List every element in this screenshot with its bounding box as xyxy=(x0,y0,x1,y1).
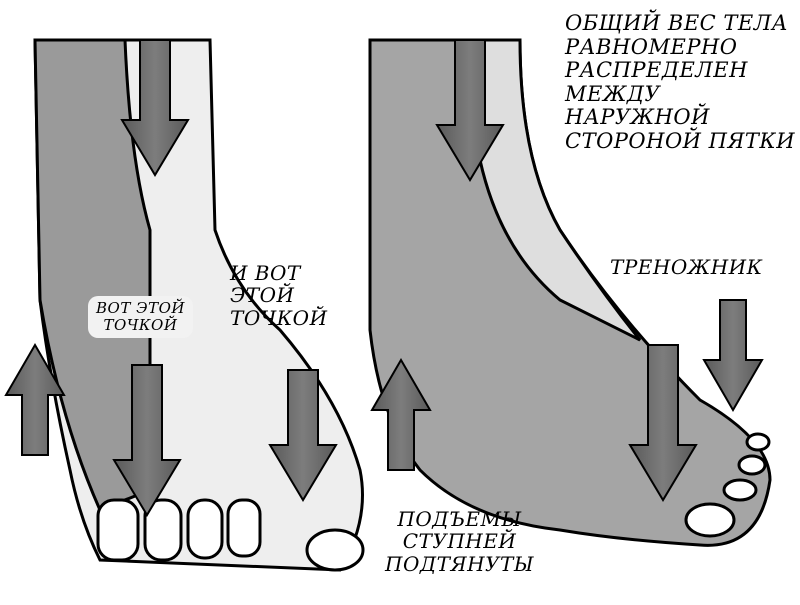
label-line: ОБЩИЙ ВЕС ТЕЛА xyxy=(565,11,789,35)
down-arrow xyxy=(702,299,764,412)
down-arrow xyxy=(628,344,698,502)
down-arrow xyxy=(120,39,190,177)
label-line: СТУПНЕЙ xyxy=(402,529,517,554)
label-line: РАВНОМЕРНО xyxy=(565,34,738,59)
arches-label: ПОДЪЕМЫ СТУПНЕЙ ПОДТЯНУТЫ xyxy=(385,507,535,576)
label-line: РАСПРЕДЕЛЕН xyxy=(565,58,748,83)
left-foot xyxy=(33,38,365,572)
label-line: И ВОТ xyxy=(230,261,301,285)
up-arrow xyxy=(370,358,432,471)
and-this-point-label: И ВОТ ЭТОЙ ТОЧКОЙ xyxy=(230,261,328,330)
down-arrow xyxy=(268,369,338,502)
label-line: СТОРОНОЙ ПЯТКИ xyxy=(565,128,796,153)
label-line: ЭТОЙ xyxy=(230,283,295,308)
up-arrow xyxy=(4,343,66,456)
tripod-label: ТРЕНОЖНИК xyxy=(610,255,763,279)
down-arrow xyxy=(435,39,505,182)
label-line: ВОТ ЭТОЙ xyxy=(96,299,185,317)
this-point-label: ВОТ ЭТОЙ ТОЧКОЙ xyxy=(88,296,193,338)
label-line: ТОЧКОЙ xyxy=(230,305,328,330)
label-line: ПОДЪЕМЫ xyxy=(397,507,522,531)
label-line: МЕЖДУ НАРУЖНОЙ xyxy=(565,81,710,130)
down-arrow xyxy=(112,364,182,517)
label-line: ТОЧКОЙ xyxy=(103,315,178,334)
label-line: ПОДТЯНУТЫ xyxy=(385,551,535,576)
weight-distribution-label: ОБЩИЙ ВЕС ТЕЛА РАВНОМЕРНО РАСПРЕДЕЛЕН МЕ… xyxy=(565,11,800,153)
